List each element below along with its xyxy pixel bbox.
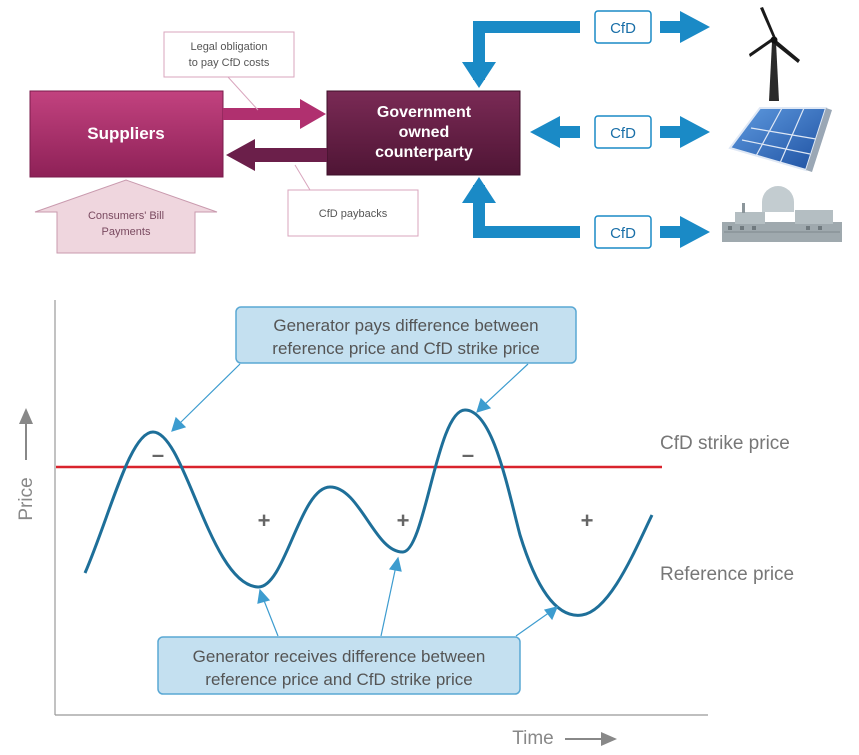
counterparty-label-line3: counterparty (375, 144, 473, 161)
paybacks-label: CfD paybacks (319, 208, 388, 220)
receives-callout: Generator receives difference between re… (157, 636, 521, 695)
x-axis-label-group: Time (512, 728, 617, 749)
suppliers-box: Suppliers (29, 90, 224, 178)
x-axis-label: Time (512, 728, 554, 749)
cfd-connectors (462, 11, 710, 248)
solar-panel-icon (728, 107, 832, 172)
reference-price-curve (83, 408, 654, 617)
legal-obligation-line1: Legal obligation (190, 41, 267, 53)
legal-obligation-callout: Legal obligation to pay CfD costs (163, 31, 295, 111)
x-axis-arrow-icon (601, 732, 617, 746)
pays-callout-pointers (171, 363, 529, 432)
legal-obligation-line2: to pay CfD costs (189, 57, 270, 69)
consumers-label-line2: Payments (102, 226, 151, 238)
counterparty-to-supplier-arrow (226, 139, 327, 171)
sign-plus-3: + (581, 508, 594, 533)
counterparty-label-line2: owned (399, 124, 450, 141)
counterparty-box: Government owned counterparty (326, 90, 521, 176)
consumers-payments-arrow: Consumers' Bill Payments (34, 179, 218, 254)
pays-callout: Generator pays difference between refere… (235, 306, 577, 364)
cfd-label-top: CfD (610, 20, 636, 37)
pays-callout-line1: Generator pays difference between (273, 316, 538, 335)
consumers-label-line1: Consumers' Bill (88, 210, 164, 222)
sign-plus-2: + (397, 508, 410, 533)
sign-plus-1: + (258, 508, 271, 533)
counterparty-label-line1: Government (377, 104, 472, 121)
graph-axes (54, 300, 708, 716)
cfd-box-top: CfD (594, 10, 652, 44)
receives-callout-line2: reference price and CfD strike price (205, 670, 472, 689)
cfd-box-bottom: CfD (594, 215, 652, 249)
strike-price-label: CfD strike price (660, 433, 790, 454)
y-axis-label-group: Price (16, 408, 37, 521)
reference-price-label: Reference price (660, 564, 794, 585)
cfd-label-middle: CfD (610, 125, 636, 142)
y-axis-arrow-icon (19, 408, 33, 424)
supplier-to-counterparty-arrow (223, 99, 326, 129)
cfd-label-bottom: CfD (610, 225, 636, 242)
suppliers-label: Suppliers (87, 124, 164, 143)
pays-callout-line2: reference price and CfD strike price (272, 339, 539, 358)
nuclear-plant-icon (722, 186, 842, 242)
y-axis-label: Price (16, 477, 37, 520)
wind-turbine-icon (749, 7, 800, 101)
sign-minus-2: – (462, 442, 474, 467)
receives-callout-line1: Generator receives difference between (193, 647, 486, 666)
receives-callout-pointers (257, 556, 559, 637)
cfd-box-middle: CfD (594, 115, 652, 149)
sign-minus-1: – (152, 442, 164, 467)
paybacks-callout: CfD paybacks (287, 164, 419, 237)
